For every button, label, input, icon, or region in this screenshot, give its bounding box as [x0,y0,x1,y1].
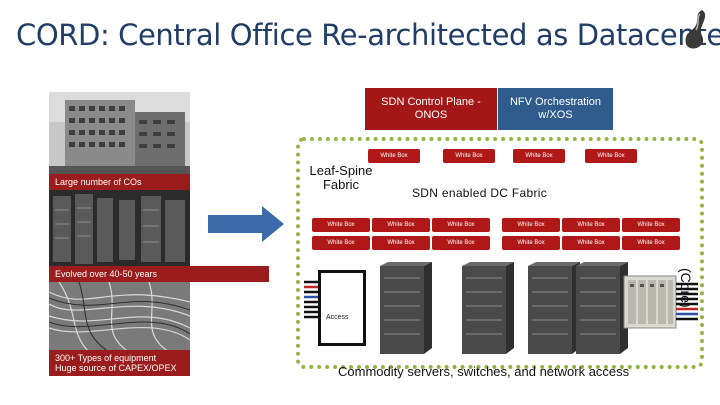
central-office-building-photo [49,92,190,180]
leaf-white-box: White Box [372,236,430,250]
transform-arrow-icon [208,206,284,242]
logo-icon [685,10,706,49]
spine-white-box: White Box [368,149,420,163]
nfv-line1: NFV Orchestration [509,96,602,108]
leaf-white-box: White Box [372,218,430,232]
core-equipment-icon [623,275,677,329]
access-box [318,270,366,346]
leaf-white-box: White Box [622,236,680,250]
leaf-white-box: White Box [432,218,490,232]
nfv-line2: w/XOS [538,109,573,121]
equipment-types-line1: 300+ Types of equipment [55,353,157,363]
spine-white-box: White Box [443,149,495,163]
sdn-dc-fabric-label: SDN enabled DC Fabric [412,186,548,200]
dc-fabric-border [296,137,704,369]
equipment-racks-photo [49,190,190,268]
leaf-spine-fabric-label: Leaf-Spine Fabric [306,164,376,192]
leaf-spine-line1: Leaf-Spine [309,163,373,178]
access-label: Access [326,314,349,321]
cable-tangle-photo [49,282,190,352]
leaf-white-box: White Box [562,218,620,232]
leaf-white-box: White Box [562,236,620,250]
spine-white-box: White Box [585,149,637,163]
leaf-white-box: White Box [622,218,680,232]
leaf-white-box: White Box [312,236,370,250]
evolved-years-label: Evolved over 40-50 years [49,266,269,282]
slide-title: CORD: Central Office Re-architected as D… [16,18,720,52]
commodity-caption: Commodity servers, switches, and network… [338,364,630,379]
core-cable-bundle-icon [676,282,698,321]
core-label: (Core) [678,268,694,308]
leaf-white-box: White Box [312,218,370,232]
sdn-control-plane-box: SDN Control Plane - ONOS [365,88,497,130]
leaf-white-box: White Box [502,218,560,232]
sdn-control-line2: ONOS [414,109,448,121]
leaf-spine-line2: Fabric [322,177,360,192]
sdn-control-line1: SDN Control Plane - [381,96,481,108]
large-number-cos-label: Large number of COs [49,174,190,190]
equipment-types-label: 300+ Types of equipment Huge source of C… [49,350,190,376]
spine-white-box: White Box [513,149,565,163]
commodity-servers-illustration [380,262,628,354]
nfv-orchestration-box: NFV Orchestration w/XOS [498,88,613,130]
equipment-types-line2: Huge source of CAPEX/OPEX [55,363,177,373]
leaf-white-box: White Box [502,236,560,250]
leaf-white-box: White Box [432,236,490,250]
